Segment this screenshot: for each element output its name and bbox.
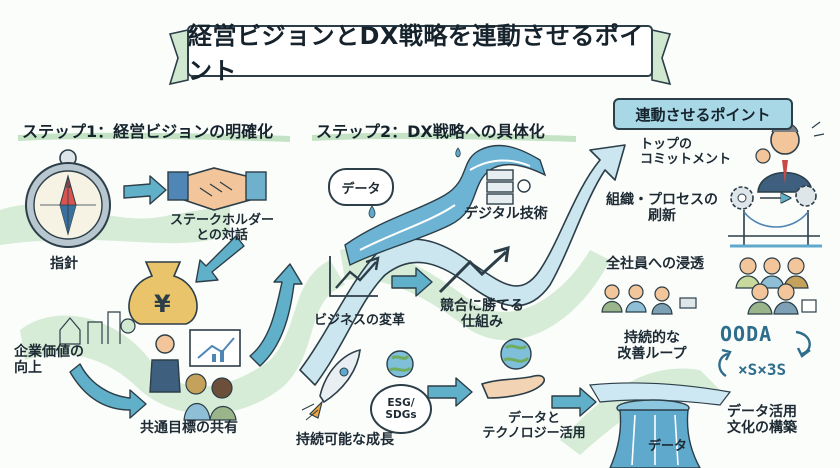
handshake-icon: [167, 167, 267, 211]
data-culture-label: データ活用 文化の構築: [712, 404, 812, 436]
compete-line1: 競合に勝てる: [440, 298, 524, 314]
penetration-label: 全社員への浸透: [606, 256, 704, 272]
svg-text:¥: ¥: [154, 290, 171, 318]
points-heading: 連動させるポイント: [613, 98, 793, 130]
step2-arrows: [391, 267, 597, 417]
shared-goal-label: 共通目標の共有: [140, 420, 238, 436]
stakeholder-label: ステークホルダー との対話: [170, 213, 275, 244]
rocket-icon: [301, 348, 361, 421]
data-bubble: データ: [328, 168, 394, 206]
hand-icon: [480, 374, 546, 399]
page-title: 経営ビジョンとDX戦略を連動させるポイント: [188, 22, 644, 85]
ooda-loop-icon: [718, 330, 811, 378]
sustainable-growth-label: 持続可能な成長: [296, 432, 394, 448]
step1-arrows: [69, 175, 303, 419]
compete-line2: 仕組み: [461, 314, 503, 331]
stakeholder-line1: ステークホルダー: [170, 213, 275, 228]
compass-icon: N: [25, 149, 111, 248]
value-label: 企業価値の 向上: [14, 344, 84, 376]
step2-underline: [311, 132, 577, 142]
city-sketch-icon: [59, 311, 136, 345]
ooda-label: OODA: [720, 322, 773, 346]
globe-icon: [386, 338, 532, 378]
business-change-label: ビジネスの変革: [314, 313, 406, 328]
culture-line1: データ活用: [727, 404, 797, 420]
data-tech-label: データと テクノロジー活用: [470, 411, 598, 442]
step1-underline: [17, 132, 291, 142]
culture-line2: 文化の構築: [727, 420, 797, 437]
esg-line2: SDGs: [385, 409, 417, 421]
commitment-line1: トップの: [640, 137, 693, 152]
ooda-sub-label: ×S×3S: [738, 360, 787, 379]
value-line1: 企業価値の: [14, 344, 84, 360]
data-tech-line1: データと: [507, 411, 560, 426]
title-banner: [168, 25, 672, 86]
org-line1: 組織・プロセスの: [606, 192, 718, 208]
step2-heading: ステップ2：DX戦略への具体化: [316, 122, 545, 141]
compete-label: 競合に勝てる 仕組み: [434, 298, 530, 330]
svg-text:N: N: [65, 181, 71, 190]
data-flow-label: データ: [648, 439, 688, 454]
chart-up-icon: [329, 245, 510, 297]
waterfall-icon: [589, 382, 732, 468]
commitment-line2: コミットメント: [640, 151, 732, 167]
yen-bag-icon: ¥: [128, 261, 198, 325]
esg-line1: ESG/: [387, 397, 415, 409]
river-illustration: [344, 144, 547, 267]
loop-line1: 持続的な: [624, 330, 680, 346]
compass-label: 指針: [50, 256, 78, 272]
loop-line2: 改善ループ: [617, 346, 687, 363]
org-line2: 刷新: [648, 208, 676, 225]
executive-icon: [755, 121, 825, 193]
org-renewal-label: 組織・プロセスの 刷新: [598, 192, 726, 224]
stakeholder-line2: との対話: [196, 227, 248, 243]
decorative-drops: [368, 147, 461, 219]
presenter-icon: [149, 329, 241, 421]
step1-heading: ステップ1：経営ビジョンの明確化: [22, 122, 274, 141]
value-line2: 向上: [14, 360, 42, 377]
commitment-label: トップの コミットメント: [640, 137, 732, 168]
gear-bridge-icon: [728, 185, 822, 248]
data-tech-line2: テクノロジー活用: [482, 425, 586, 441]
improvement-loop-label: 持続的な 改善ループ: [604, 330, 700, 362]
esg-sdgs-badge: ESG/ SDGs: [370, 384, 432, 434]
team-icon: [601, 257, 817, 315]
server-icon: [486, 169, 531, 205]
digital-tech-label: デジタル技術: [464, 206, 548, 222]
